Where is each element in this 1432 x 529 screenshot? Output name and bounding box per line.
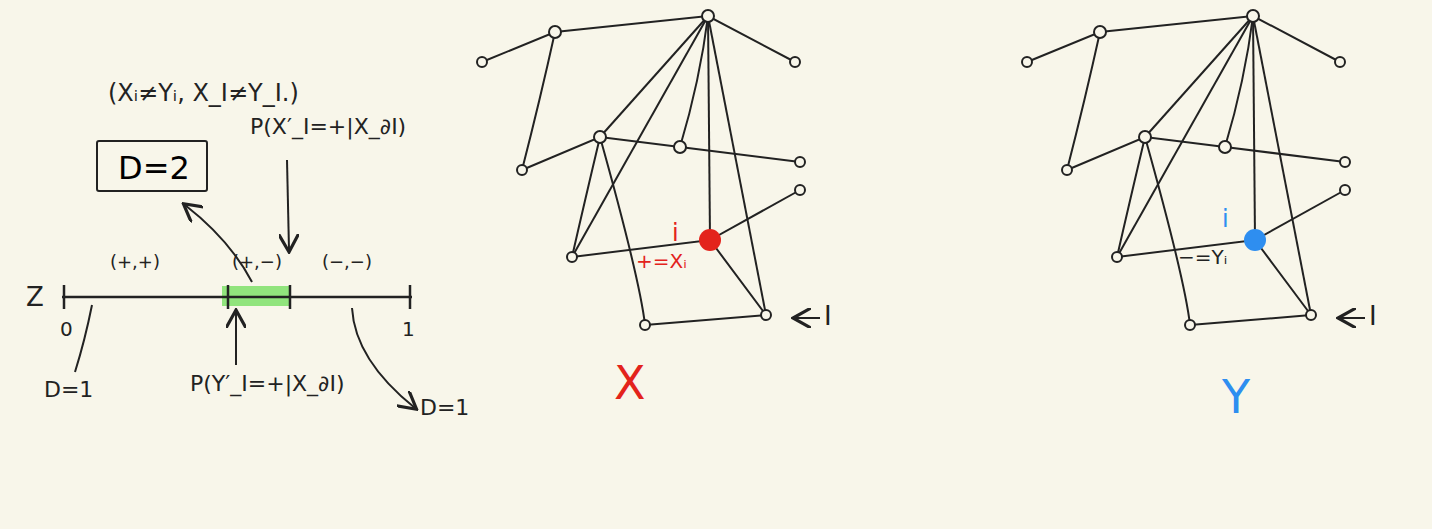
interval-label: (+,+)	[110, 252, 160, 272]
set-label: I	[824, 302, 832, 331]
graph	[1027, 16, 1345, 325]
tick-label: 1	[402, 318, 415, 340]
spin-label: +=Xᵢ	[636, 250, 687, 272]
axis-name: Z	[26, 283, 44, 312]
graph-name: Y	[1222, 372, 1250, 423]
graph-name: X	[614, 358, 646, 409]
box-text: D=2	[118, 149, 186, 187]
tick-label: 0	[60, 318, 73, 340]
probability: P(X′_I=+|X_∂I)	[250, 115, 406, 139]
probability: P(Y′_I=+|X_∂I)	[190, 372, 345, 396]
leader	[75, 160, 415, 408]
vertex-label: i	[672, 220, 679, 246]
interval-label: (−,−)	[322, 252, 372, 272]
number-line	[62, 296, 412, 299]
graph	[482, 16, 800, 325]
set-label: I	[1369, 302, 1377, 331]
condition: (Xᵢ≠Yᵢ, X_I≠Y_I.)	[108, 80, 299, 106]
vertex-i	[699, 229, 721, 251]
interval-label: (+,−)	[232, 252, 282, 272]
value-label: D=1	[420, 396, 469, 420]
spin-label: −=Yᵢ	[1178, 246, 1227, 268]
value-label: D=1	[44, 378, 93, 402]
vertex-label: i	[1222, 206, 1229, 232]
boxed-value: D=2	[96, 140, 208, 192]
vertex-i	[1244, 229, 1266, 251]
